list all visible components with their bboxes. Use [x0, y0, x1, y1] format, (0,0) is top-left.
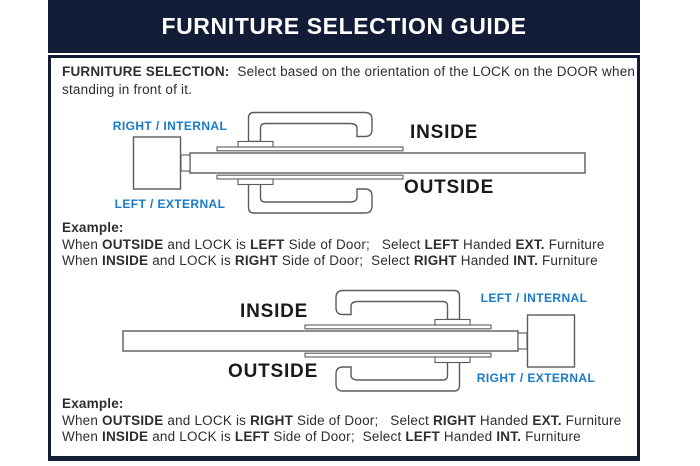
label-outside-1: OUTSIDE	[404, 177, 495, 198]
lever-handle-outside	[247, 183, 373, 214]
example-block-2: Example: When OUTSIDE and LOCK is RIGHT …	[62, 396, 642, 446]
example-line: When OUTSIDE and LOCK is RIGHT Side of D…	[62, 412, 622, 428]
label-outside-2: OUTSIDE	[228, 361, 319, 382]
handle-collar-outside	[237, 178, 274, 186]
example-line: When INSIDE and LOCK is RIGHT Side of Do…	[62, 253, 598, 268]
label-right-internal: RIGHT / INTERNAL	[112, 119, 228, 133]
lock-case	[132, 136, 182, 190]
page-title: FURNITURE SELECTION GUIDE	[161, 13, 527, 39]
intro-text: FURNITURE SELECTION: Select based on the…	[62, 64, 640, 97]
door-slab	[189, 152, 586, 174]
lever-handle-inside	[247, 111, 373, 143]
label-left-external: LEFT / EXTERNAL	[114, 197, 226, 211]
label-inside-2: INSIDE	[240, 301, 309, 322]
example-line: When OUTSIDE and LOCK is LEFT Side of Do…	[62, 236, 605, 252]
handle-collar-inside	[237, 140, 274, 148]
backplate-inside	[216, 146, 404, 152]
label-inside-1: INSIDE	[410, 122, 479, 143]
lock-spindle	[180, 154, 191, 172]
header-banner: FURNITURE SELECTION GUIDE	[48, 0, 640, 53]
example-heading: Example:	[62, 220, 124, 235]
label-right-external: RIGHT / EXTERNAL	[476, 371, 596, 385]
label-left-internal: LEFT / INTERNAL	[480, 291, 588, 305]
example-block-1: Example: When OUTSIDE and LOCK is LEFT S…	[62, 220, 642, 270]
example-heading: Example:	[62, 396, 124, 411]
example-line: When INSIDE and LOCK is LEFT Side of Doo…	[62, 429, 581, 444]
door-lockset-diagram-1	[132, 111, 586, 214]
backplate-outside	[216, 174, 404, 180]
